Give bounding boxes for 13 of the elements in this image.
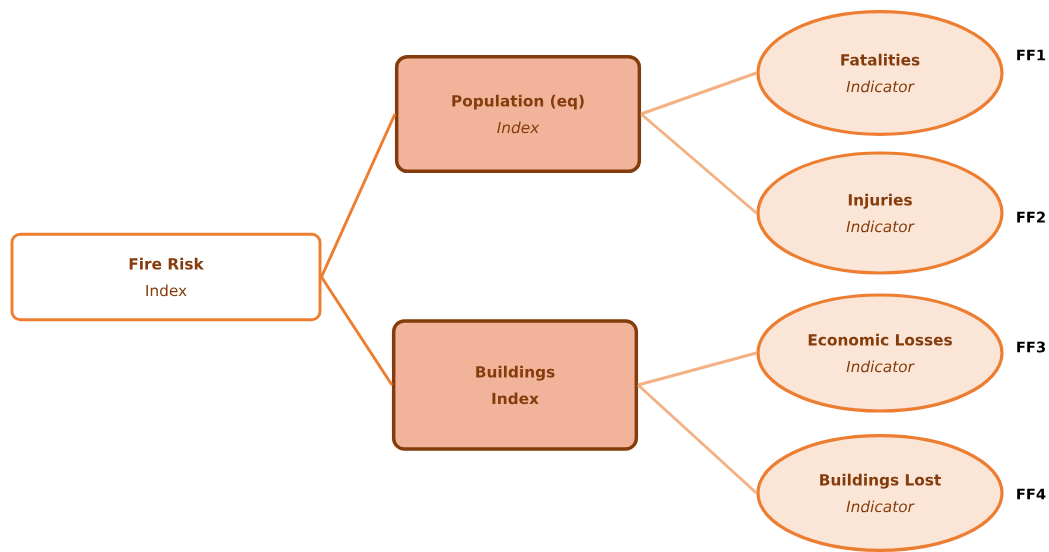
- side-label: FF4: [1017, 488, 1046, 500]
- connector-line: [640, 71, 757, 116]
- index-box: Buildings Index: [391, 319, 639, 451]
- index-box: Population (eq) Index: [394, 54, 642, 174]
- connector-line: [637, 351, 757, 387]
- side-label: FF3: [1017, 341, 1045, 353]
- connector-line: [320, 113, 397, 278]
- side-label: FF1: [1017, 49, 1046, 61]
- connector-line: [640, 112, 758, 215]
- connector-line: [637, 383, 758, 495]
- index-box: Fire Risk Index: [10, 232, 322, 322]
- connector-line: [320, 276, 394, 386]
- side-label: FF2: [1017, 211, 1045, 223]
